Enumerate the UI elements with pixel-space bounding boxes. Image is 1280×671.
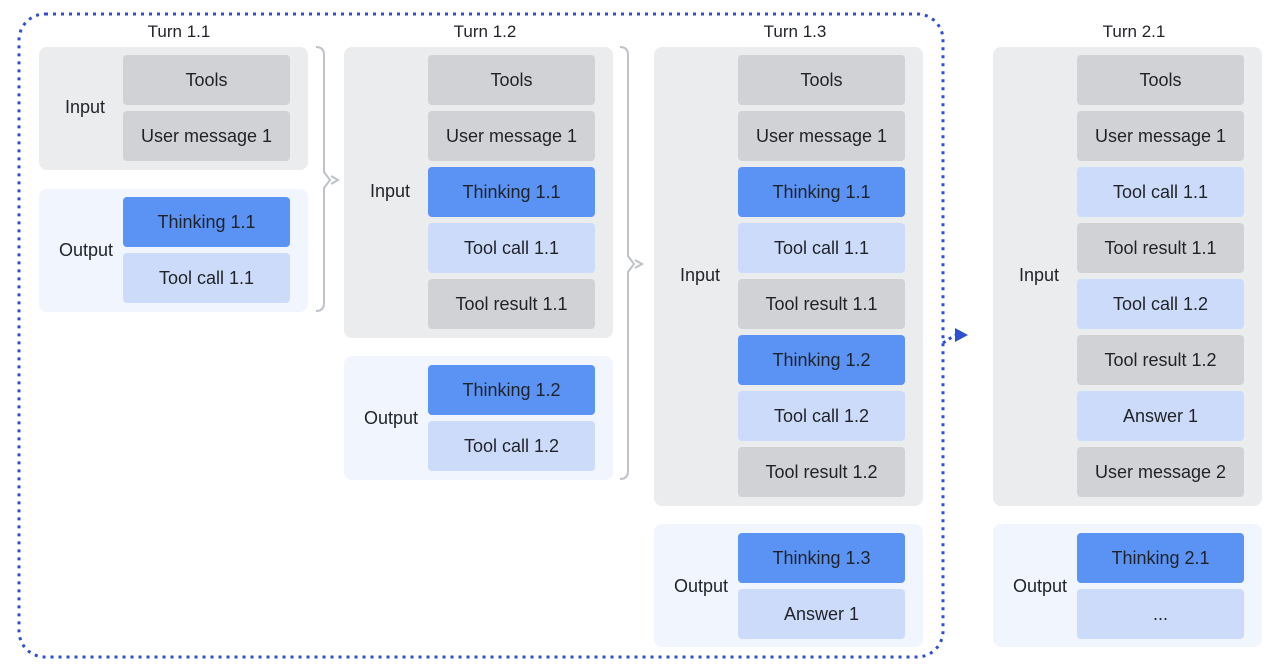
turn-1-3-input-label: Input (679, 265, 721, 285)
turn-1-3-input-block: Thinking 1.1 (738, 167, 905, 217)
turn-1-1-output-block: Thinking 1.1 (123, 197, 290, 247)
turn-1-2-input-label: Input (369, 181, 411, 201)
turn-1-dotted-boundary (17, 12, 945, 659)
turn-1-1-input-label: Input (64, 97, 106, 117)
turn-1-2-title: Turn 1.2 (453, 22, 517, 41)
turn-2-1-output-block: Thinking 2.1 (1077, 533, 1244, 583)
turn-1-3-input-block: Tool result 1.2 (738, 447, 905, 497)
turn-1-3-input-block: Tool call 1.1 (738, 223, 905, 273)
turn-2-1-output-label: Output (1012, 576, 1068, 596)
turn-1-3-input-block: Tool result 1.1 (738, 279, 905, 329)
turn-1-3-input-block: Tools (738, 55, 905, 105)
turn-1-1-output-label: Output (58, 240, 114, 260)
turn-2-1-input-block: Answer 1 (1077, 391, 1244, 441)
turn-1-1-input-block: User message 1 (123, 111, 290, 161)
turn-1-2-output-block: Tool call 1.2 (428, 421, 595, 471)
turn-1-3-input-block: Thinking 1.2 (738, 335, 905, 385)
turn-2-1-output-block: ... (1077, 589, 1244, 639)
turn-1-3-output-block: Thinking 1.3 (738, 533, 905, 583)
turn-1-2-input-block: Tool call 1.1 (428, 223, 595, 273)
turn-2-1-input-block: Tool call 1.2 (1077, 279, 1244, 329)
turn-1-1-output-block: Tool call 1.1 (123, 253, 290, 303)
turn-2-1-input-block: Tool result 1.1 (1077, 223, 1244, 273)
turn-1-1-title: Turn 1.1 (147, 22, 211, 41)
bracket-arrow-head-turn-1-2 (634, 259, 645, 269)
turn-2-1-input-label: Input (1018, 265, 1060, 285)
turn-2-1-title: Turn 2.1 (1102, 22, 1166, 41)
turn-1-3-title: Turn 1.3 (763, 22, 827, 41)
turn-1-2-input-block: Tools (428, 55, 595, 105)
turn-1-1-input-block: Tools (123, 55, 290, 105)
turn-2-1-input-block: Tool call 1.1 (1077, 167, 1244, 217)
next-turn-arrow-head (955, 328, 968, 342)
turn-1-2-input-block: Thinking 1.1 (428, 167, 595, 217)
turn-2-1-input-block: Tools (1077, 55, 1244, 105)
bracket-arrow-head-turn-1-1 (330, 175, 341, 185)
turn-1-3-input-block: Tool call 1.2 (738, 391, 905, 441)
turn-1-2-input-block: User message 1 (428, 111, 595, 161)
turn-1-2-output-block: Thinking 1.2 (428, 365, 595, 415)
turn-1-3-output-label: Output (673, 576, 729, 596)
turn-2-1-input-block: Tool result 1.2 (1077, 335, 1244, 385)
turn-2-1-input-block: User message 1 (1077, 111, 1244, 161)
bracket-arrow-turn-1-2 (619, 46, 636, 480)
turn-2-1-input-block: User message 2 (1077, 447, 1244, 497)
turn-1-3-input-block: User message 1 (738, 111, 905, 161)
turn-1-2-output-label: Output (363, 408, 419, 428)
next-turn-arrow-stem (942, 333, 956, 345)
turn-1-2-input-block: Tool result 1.1 (428, 279, 595, 329)
bracket-arrow-turn-1-1 (315, 46, 332, 312)
turn-1-3-output-block: Answer 1 (738, 589, 905, 639)
